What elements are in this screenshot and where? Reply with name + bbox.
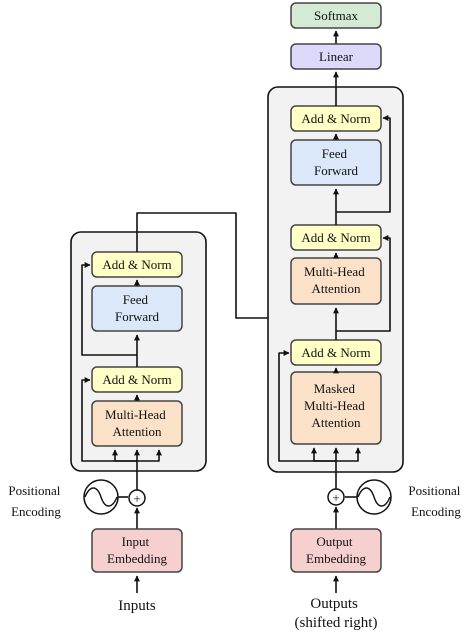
decoder-masked-attention-line-1: Masked: [314, 381, 356, 396]
encoder-attention-line-2: Attention: [112, 424, 162, 439]
input-embedding-line-2: Embedding: [107, 551, 167, 566]
right-add-plus: +: [332, 490, 339, 505]
decoder-add-norm-top-label: Add & Norm: [301, 111, 370, 126]
encoder-feed-forward-label: Feed Forward: [115, 292, 160, 324]
decoder-feed-forward-label: Feed Forward: [314, 146, 359, 178]
outputs-caption-line-2: (shifted right): [295, 615, 378, 631]
decoder-masked-attention-line-3: Attention: [311, 415, 361, 430]
output-embedding-line-1: Output: [316, 534, 353, 549]
input-embedding-label: Input Embedding: [107, 534, 167, 566]
decoder-cross-attention-line-1: Multi-Head: [304, 264, 365, 279]
encoder-feed-forward-line-2: Forward: [115, 309, 160, 324]
encoder-attention-label: Multi-Head Attention: [105, 407, 169, 439]
decoder-wires: [278, 30, 391, 490]
left-positional-line-1: Positional: [8, 483, 60, 498]
softmax-box: [290, 2, 382, 29]
decoder-add-norm-bottom-label: Add & Norm: [301, 345, 370, 360]
decoder-masked-attention-line-2: Multi-Head: [304, 398, 365, 413]
encoder-add-norm-bottom-label: Add & Norm: [102, 372, 171, 387]
input-embedding-line-1: Input: [122, 534, 150, 549]
left-sine-wave-curve: [84, 487, 118, 507]
softmax-label: Softmax: [314, 8, 359, 23]
left-add-plus: +: [133, 491, 140, 506]
input-embedding-box: [91, 528, 183, 573]
linear-box: [290, 43, 382, 70]
output-embedding-box: [290, 528, 382, 573]
outputs-caption: Outputs (shifted right): [295, 596, 378, 631]
right-positional-line-1: Positional: [408, 483, 460, 498]
right-positional-line-2: Encoding: [411, 504, 461, 519]
output-embedding-line-2: Embedding: [306, 551, 366, 566]
decoder-feed-forward-line-1: Feed: [322, 146, 348, 161]
decoder-cross-attention-label: Multi-Head Attention: [304, 264, 368, 296]
decoder-feed-forward-line-2: Forward: [314, 163, 359, 178]
right-positional-encoding-label: Positional Encoding: [408, 483, 463, 519]
left-positional-encoding-label: Positional Encoding: [8, 483, 63, 519]
output-embedding-label: Output Embedding: [306, 534, 366, 566]
right-input-path: + Positional Encoding Output Embedding O…: [290, 479, 463, 631]
right-sine-wave-curve: [357, 487, 391, 507]
encoder-attention-line-1: Multi-Head: [105, 407, 166, 422]
left-input-path: Positional Encoding + Input Embedding In…: [8, 479, 183, 614]
inputs-caption: Inputs: [118, 598, 156, 614]
encoder-add-norm-top-label: Add & Norm: [102, 257, 171, 272]
outputs-caption-line-1: Outputs: [310, 596, 358, 612]
decoder-add-norm-mid-label: Add & Norm: [301, 230, 370, 245]
left-add-circle: [128, 489, 146, 507]
linear-label: Linear: [319, 49, 354, 64]
decoder-masked-attention-label: Masked Multi-Head Attention: [304, 381, 368, 430]
right-add-circle: [327, 488, 345, 506]
encoder-feed-forward-line-1: Feed: [123, 292, 149, 307]
left-positional-line-2: Encoding: [11, 504, 61, 519]
decoder-cross-attention-line-2: Attention: [311, 281, 361, 296]
